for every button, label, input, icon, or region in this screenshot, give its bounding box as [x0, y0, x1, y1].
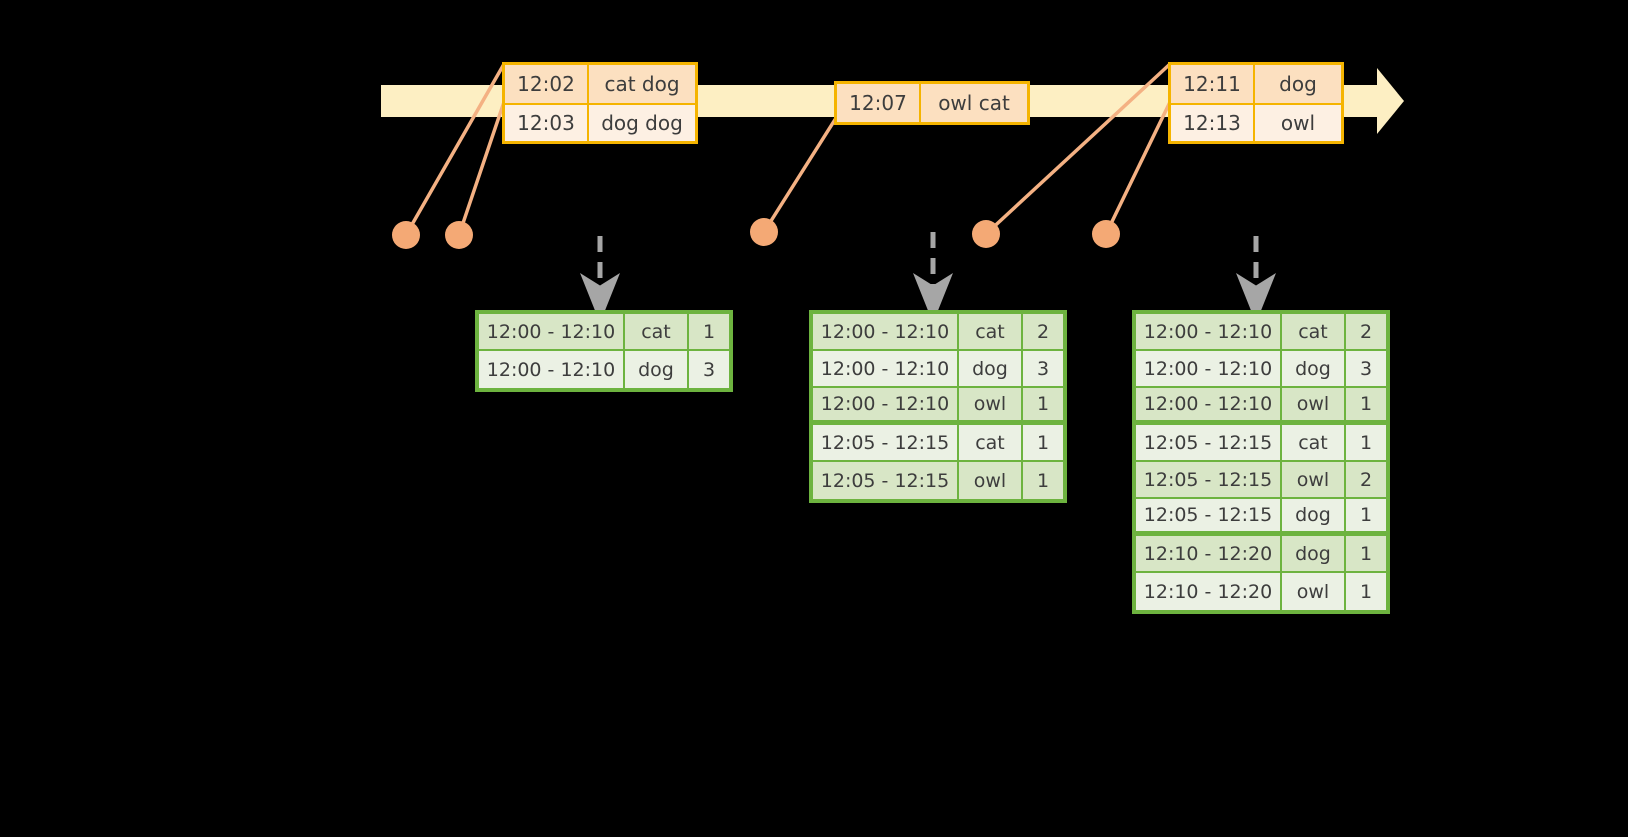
- cell-count: 2: [1346, 314, 1386, 351]
- cell-word: owl: [1282, 462, 1346, 499]
- cell-count: 1: [1346, 425, 1386, 462]
- cell-word: dog: [1282, 351, 1346, 388]
- connector-1203: [457, 100, 506, 237]
- cell-count: 1: [1346, 536, 1386, 573]
- cell-count: 1: [1023, 388, 1063, 425]
- event-time: 12:03: [505, 105, 589, 141]
- cell-count: 1: [1346, 573, 1386, 610]
- event-words: dog dog: [589, 105, 695, 141]
- cell-count: 1: [1023, 462, 1063, 499]
- event-group-3: 12:11 dog 12:13 owl: [1168, 62, 1344, 144]
- event-words: dog: [1255, 65, 1341, 103]
- event-time: 12:07: [837, 84, 921, 122]
- cell-count: 1: [1346, 388, 1386, 425]
- event-words: owl cat: [921, 84, 1027, 122]
- cell-word: dog: [1282, 499, 1346, 536]
- dot-1211-dog: [972, 220, 1000, 248]
- event-row: 12:11 dog: [1171, 65, 1341, 103]
- event-time: 12:02: [505, 65, 589, 103]
- event-time: 12:11: [1171, 65, 1255, 103]
- cell-window: 12:00 - 12:10: [1136, 314, 1282, 351]
- connector-1211: [984, 62, 1172, 236]
- cell-count: 1: [1346, 499, 1386, 536]
- cell-count: 2: [1346, 462, 1386, 499]
- cell-window: 12:10 - 12:20: [1136, 536, 1282, 573]
- connector-1207: [762, 116, 838, 234]
- cell-word: owl: [959, 462, 1023, 499]
- dot-1213-owl: [1092, 220, 1120, 248]
- cell-window: 12:00 - 12:10: [813, 388, 959, 425]
- event-row: 12:13 owl: [1171, 103, 1341, 141]
- event-words: cat dog: [589, 65, 695, 103]
- down-arrows: [580, 232, 1276, 323]
- cell-window: 12:05 - 12:15: [813, 462, 959, 499]
- cell-count: 3: [1346, 351, 1386, 388]
- cell-window: 12:05 - 12:15: [813, 425, 959, 462]
- cell-count: 1: [689, 314, 729, 351]
- event-group-1: 12:02 cat dog 12:03 dog dog: [502, 62, 698, 144]
- cell-window: 12:10 - 12:20: [1136, 573, 1282, 610]
- cell-word: dog: [959, 351, 1023, 388]
- cell-word: cat: [959, 314, 1023, 351]
- cell-window: 12:05 - 12:15: [1136, 462, 1282, 499]
- cell-count: 3: [689, 351, 729, 388]
- cell-window: 12:00 - 12:10: [1136, 351, 1282, 388]
- connector-1213: [1104, 100, 1172, 236]
- event-group-2: 12:07 owl cat: [834, 81, 1030, 125]
- dot-1207-owlcat: [750, 218, 778, 246]
- cell-window: 12:00 - 12:10: [813, 351, 959, 388]
- cell-word: owl: [1282, 388, 1346, 425]
- cell-word: cat: [1282, 314, 1346, 351]
- cell-window: 12:00 - 12:10: [479, 351, 625, 388]
- cell-count: 2: [1023, 314, 1063, 351]
- event-row: 12:03 dog dog: [505, 103, 695, 141]
- cell-word: dog: [625, 351, 689, 388]
- event-row: 12:02 cat dog: [505, 65, 695, 103]
- cell-word: owl: [1282, 573, 1346, 610]
- cell-window: 12:00 - 12:10: [479, 314, 625, 351]
- dot-1203-dog: [445, 221, 473, 249]
- cell-window: 12:00 - 12:10: [813, 314, 959, 351]
- connector-dots: [392, 218, 1120, 249]
- cell-count: 1: [1023, 425, 1063, 462]
- cell-window: 12:00 - 12:10: [1136, 388, 1282, 425]
- connector-1202: [404, 62, 506, 237]
- event-row: 12:07 owl cat: [837, 84, 1027, 122]
- cell-word: cat: [1282, 425, 1346, 462]
- cell-word: cat: [959, 425, 1023, 462]
- connector-lines: [404, 62, 1172, 237]
- cell-window: 12:05 - 12:15: [1136, 499, 1282, 536]
- dot-1202-cat: [392, 221, 420, 249]
- cell-word: owl: [959, 388, 1023, 425]
- cell-count: 3: [1023, 351, 1063, 388]
- cell-word: cat: [625, 314, 689, 351]
- event-words: owl: [1255, 105, 1341, 141]
- cell-word: dog: [1282, 536, 1346, 573]
- event-time: 12:13: [1171, 105, 1255, 141]
- cell-window: 12:05 - 12:15: [1136, 425, 1282, 462]
